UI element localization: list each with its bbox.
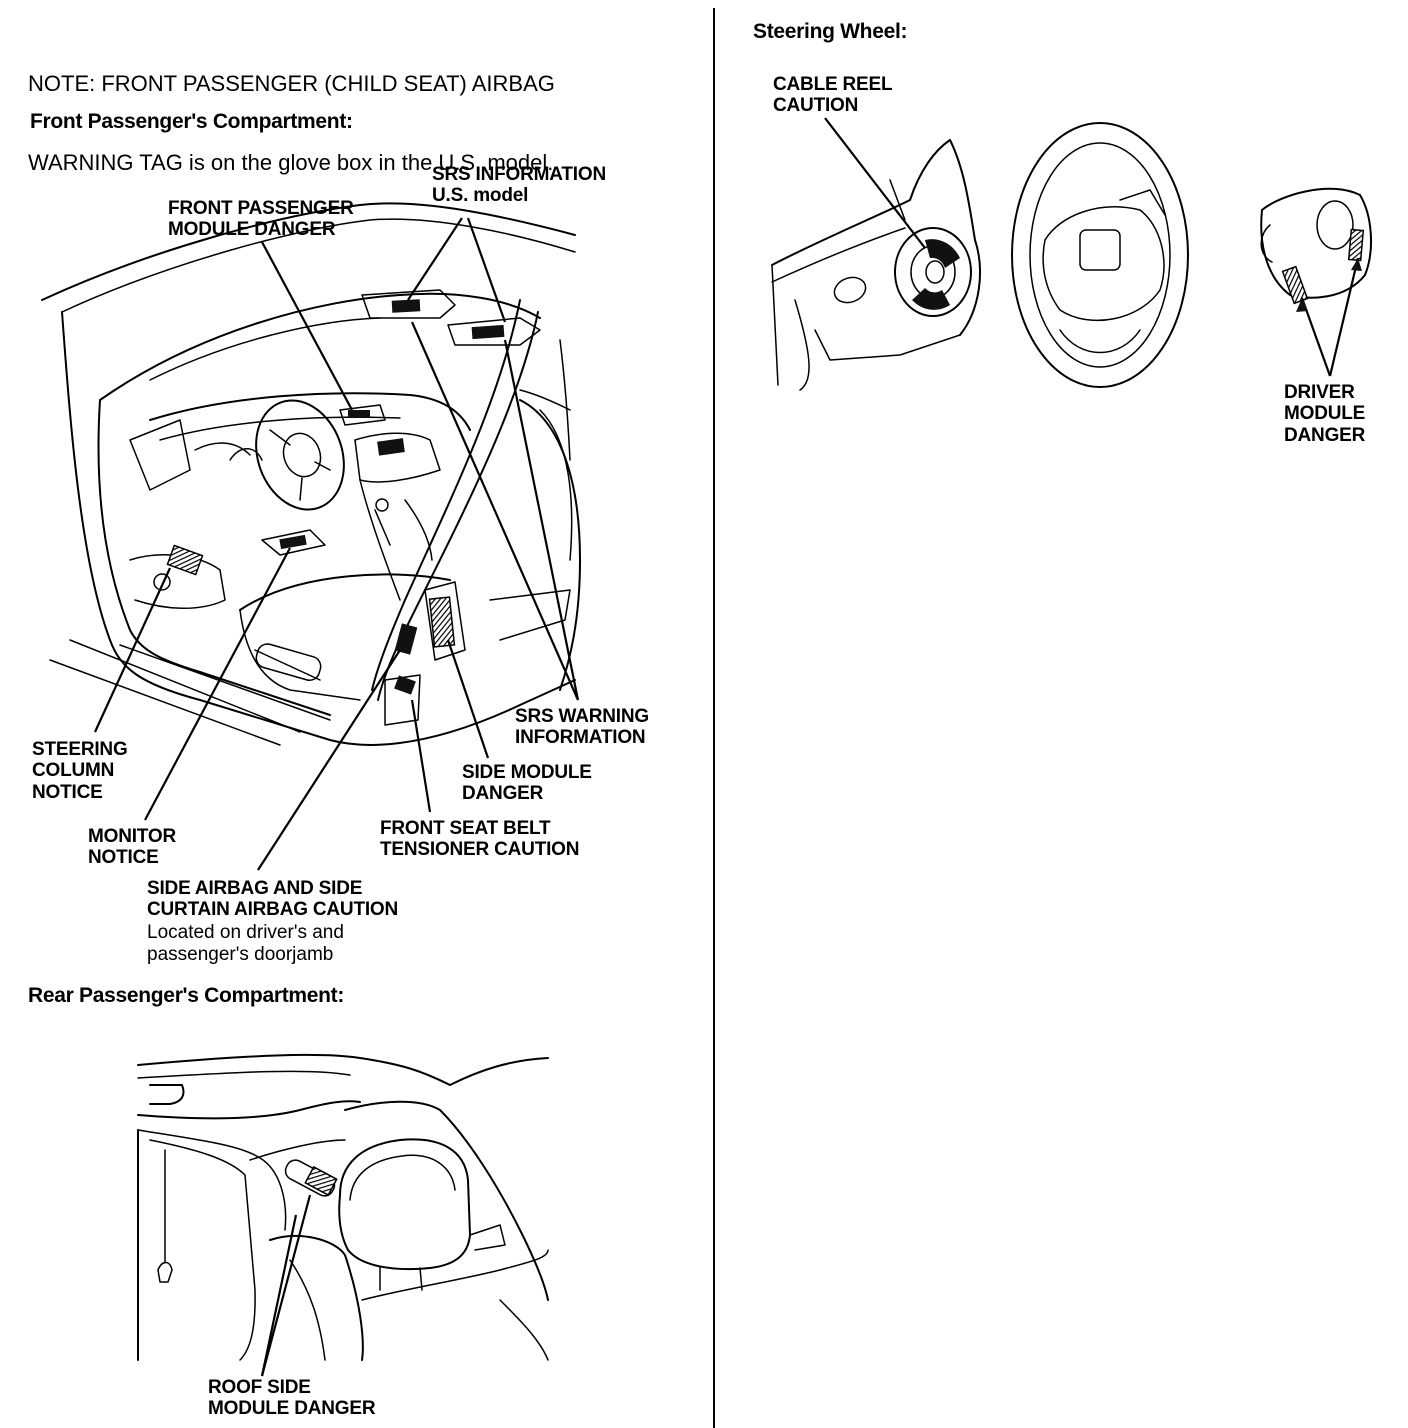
side-airbag-location-note: Located on driver's and passenger's door… bbox=[147, 922, 344, 965]
steering-column-notice-label: STEERING COLUMN NOTICE bbox=[32, 739, 128, 803]
front-seat-belt-tensioner-caution-label: FRONT SEAT BELT TENSIONER CAUTION bbox=[380, 818, 580, 861]
steering-column-drawing bbox=[771, 139, 981, 391]
rear-compartment-heading: Rear Passenger's Compartment: bbox=[28, 984, 345, 1007]
front-passenger-module-danger-label: FRONT PASSENGER MODULE DANGER bbox=[168, 198, 354, 241]
side-module-danger-label: SIDE MODULE DANGER bbox=[462, 762, 592, 805]
front-compartment-drawing bbox=[41, 202, 581, 746]
driver-module-danger-label: DRIVER MODULE DANGER bbox=[1284, 382, 1366, 446]
note-line-1: NOTE: FRONT PASSENGER (CHILD SEAT) AIRBA… bbox=[28, 70, 555, 96]
note-line-2: WARNING TAG is on the glove box in the U… bbox=[28, 149, 554, 175]
cable-reel-caution-label: CABLE REEL CAUTION bbox=[773, 74, 893, 117]
rear-leader-lines bbox=[260, 1194, 312, 1377]
driver-module-drawing bbox=[1260, 187, 1373, 305]
steering-wheel-heading: Steering Wheel: bbox=[753, 20, 908, 43]
front-leader-lines bbox=[93, 217, 580, 871]
steering-leader-lines bbox=[824, 117, 1362, 377]
steering-wheel-drawing bbox=[1011, 122, 1189, 388]
srs-information-label: SRS INFORMATION U.S. model bbox=[432, 164, 606, 207]
side-airbag-caution-label: SIDE AIRBAG AND SIDE CURTAIN AIRBAG CAUT… bbox=[147, 878, 399, 921]
roof-side-module-danger-label: ROOF SIDE MODULE DANGER bbox=[208, 1377, 376, 1420]
monitor-notice-label: MONITOR NOTICE bbox=[88, 826, 176, 869]
note-text: NOTE: FRONT PASSENGER (CHILD SEAT) AIRBA… bbox=[28, 18, 555, 203]
rear-compartment-drawing bbox=[137, 1053, 549, 1361]
srs-warning-information-label: SRS WARNING INFORMATION bbox=[515, 706, 649, 749]
front-compartment-heading: Front Passenger's Compartment: bbox=[30, 110, 353, 133]
